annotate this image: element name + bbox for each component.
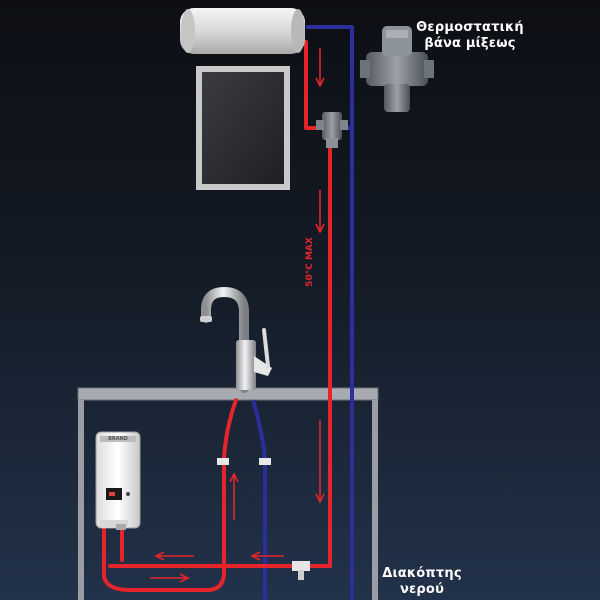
switch-label-line-1: Διακόπτης bbox=[382, 566, 462, 581]
tee-valve-icon bbox=[316, 112, 348, 148]
cabinet-left-side bbox=[78, 400, 84, 600]
hot-pipe-tank-out bbox=[296, 40, 322, 130]
flow-arrow-icon bbox=[315, 420, 325, 504]
cold-supply-main bbox=[306, 25, 354, 600]
flow-arrows bbox=[150, 48, 325, 583]
sink-cabinet bbox=[77, 387, 379, 600]
solar-collector-icon bbox=[196, 66, 290, 190]
flow-arrow-icon bbox=[315, 48, 325, 88]
flow-arrow-icon bbox=[154, 551, 194, 561]
cold-pipe-to-faucet bbox=[251, 399, 267, 600]
heater-brand-text: BRAND bbox=[108, 436, 128, 442]
countertop bbox=[77, 387, 379, 401]
water-heater-icon bbox=[95, 431, 141, 530]
valve-label-line-1: Θερμοστατική bbox=[416, 20, 524, 35]
water-switch-label: Διακόπτης νερού bbox=[372, 566, 472, 598]
faucet-icon bbox=[200, 286, 272, 393]
valve-label-line-2: βάνα μίξεως bbox=[424, 36, 516, 51]
hot-pipe-heater-out bbox=[102, 398, 238, 592]
flow-arrow-icon bbox=[150, 573, 190, 583]
storage-tank-icon bbox=[180, 8, 305, 54]
flow-arrow-icon bbox=[315, 190, 325, 234]
cold-pipe-clamp bbox=[259, 458, 271, 465]
flow-arrow-icon bbox=[229, 472, 239, 520]
shutoff-valve-icon bbox=[292, 561, 310, 580]
thermostatic-valve-label: Θερμοστατική βάνα μίξεως bbox=[400, 20, 540, 52]
hot-pipe-valve-down bbox=[108, 143, 332, 568]
temperature-note: 50°C MAX bbox=[305, 237, 315, 287]
hot-pipe-clamp bbox=[217, 458, 229, 465]
flow-arrow-icon bbox=[250, 551, 284, 561]
cabinet-right-side bbox=[372, 400, 378, 600]
thermostatic-valve-icon bbox=[360, 26, 434, 112]
switch-label-line-2: νερού bbox=[399, 582, 445, 597]
